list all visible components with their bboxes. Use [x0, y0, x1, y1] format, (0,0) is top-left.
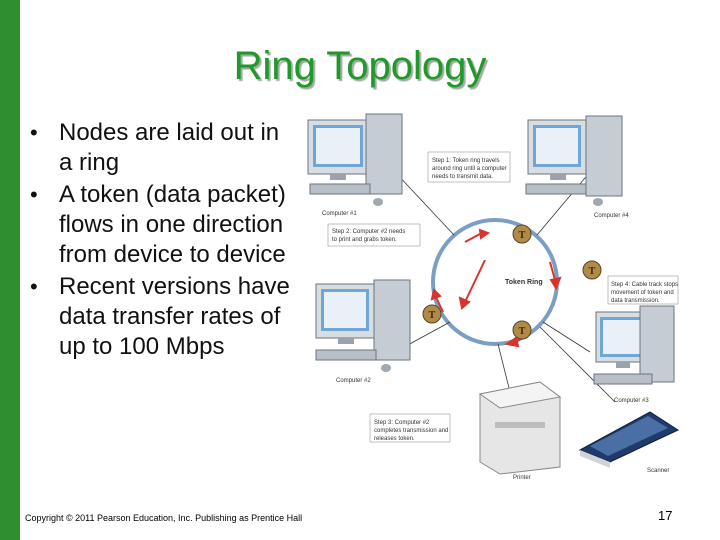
- step-3-callout: Step 3: Computer #2 completes transmissi…: [370, 414, 450, 442]
- svg-text:T: T: [429, 310, 436, 321]
- svg-text:around ring until a computer: around ring until a computer: [432, 166, 507, 172]
- svg-text:to print and grabs token.: to print and grabs token.: [332, 237, 397, 243]
- computer-1-label: Computer #1: [322, 211, 357, 217]
- svg-text:T: T: [519, 326, 526, 337]
- svg-text:completes transmission and: completes transmission and: [374, 428, 448, 434]
- step-4-callout: Step 4: Cable track stops movement of to…: [608, 276, 678, 304]
- step-1-callout: Step 1: Token ring travels around ring u…: [428, 152, 510, 182]
- bullet-item: Nodes are laid out in a ring: [30, 118, 295, 178]
- copyright-footer: Copyright © 2011 Pearson Education, Inc.…: [25, 513, 302, 523]
- left-accent-bar: [0, 0, 20, 540]
- svg-text:T: T: [519, 230, 526, 241]
- svg-text:Step 1: Token ring travels: Step 1: Token ring travels: [432, 158, 500, 164]
- bullet-list: Nodes are laid out in a ring A token (da…: [30, 118, 295, 364]
- bullet-item: Recent versions have data transfer rates…: [30, 272, 295, 362]
- printer-label: Printer: [513, 475, 531, 481]
- svg-text:needs to transmit data.: needs to transmit data.: [432, 174, 493, 180]
- computer-2: [316, 280, 410, 372]
- printer: [480, 382, 560, 474]
- scanner: [580, 412, 678, 468]
- connection-lines: [395, 172, 615, 412]
- computer-3: [594, 306, 674, 384]
- computer-4: [526, 116, 622, 206]
- computer-4-label: Computer #4: [594, 213, 629, 219]
- computer-1: [308, 114, 402, 206]
- svg-text:data transmission.: data transmission.: [611, 298, 660, 304]
- step-2-callout: Step 2: Computer #2 needs to print and g…: [328, 224, 420, 246]
- ring-topology-diagram: T T T T Token Ring Computer #1 Computer …: [300, 112, 680, 484]
- scanner-label: Scanner: [647, 468, 669, 474]
- svg-text:Step 3: Computer #2: Step 3: Computer #2: [374, 420, 430, 426]
- page-number: 17: [658, 508, 672, 523]
- svg-text:Step 2: Computer #2 needs: Step 2: Computer #2 needs: [332, 229, 405, 235]
- svg-text:releases token.: releases token.: [374, 436, 415, 442]
- computer-2-label: Computer #2: [336, 378, 371, 384]
- svg-text:Step 4: Cable track stops: Step 4: Cable track stops: [611, 282, 678, 288]
- slide-title: Ring Topology: [40, 44, 680, 89]
- svg-text:T: T: [589, 266, 596, 277]
- bullet-item: A token (data packet) flows in one direc…: [30, 180, 295, 270]
- computer-3-label: Computer #3: [614, 398, 649, 404]
- svg-text:movement of token and: movement of token and: [611, 290, 674, 296]
- ring-label: Token Ring: [505, 279, 543, 286]
